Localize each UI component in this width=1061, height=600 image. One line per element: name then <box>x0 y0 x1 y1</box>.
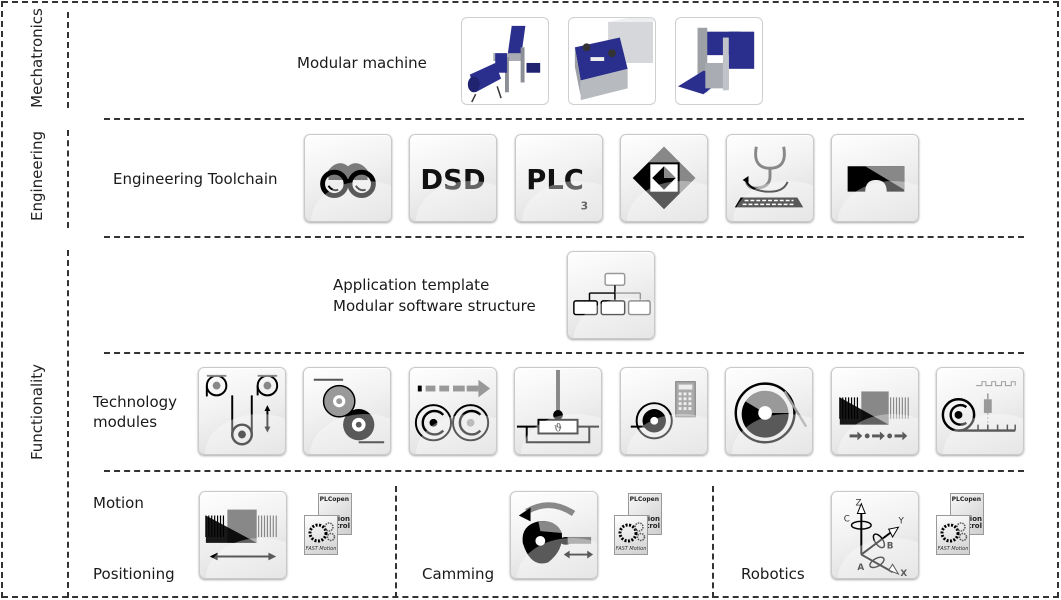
dsd-icon-text: DSD <box>420 165 485 196</box>
roller-pair-icon <box>313 378 385 444</box>
positioning-label: Positioning <box>93 565 175 583</box>
badge-text: ontrol <box>636 522 660 530</box>
axis-c: C <box>844 514 850 524</box>
frame-right-border <box>1057 1 1059 598</box>
section-divider-engineering <box>67 130 69 228</box>
gears-icon <box>940 522 968 543</box>
section-label-mechatronics: Mechatronics <box>28 8 46 108</box>
badge-text: FAST Motion <box>937 546 969 552</box>
tech-module-roller-pair[interactable] <box>303 367 391 455</box>
badge-text: ontrol <box>326 522 350 530</box>
tech-module-winder-arrow[interactable] <box>409 367 497 455</box>
winder-calculator-icon <box>630 381 696 440</box>
motion-divider-2 <box>712 486 714 598</box>
spindle-motion-icon <box>839 391 909 441</box>
bridge-block-icon <box>847 166 905 192</box>
gears-icon <box>308 522 336 543</box>
row-divider-3 <box>104 352 1024 354</box>
badge-text: ontrol <box>958 522 982 530</box>
fast-motion-badge: FAST Motion <box>936 515 970 555</box>
section-divider-mechatronics <box>67 12 69 108</box>
axis-b: B <box>887 542 894 552</box>
badge-text: PLCopen <box>951 496 981 503</box>
robotics-icon: Z C Y B A X <box>844 499 908 578</box>
badge-text: otion <box>639 515 660 523</box>
motion-positioning-tile[interactable] <box>199 491 287 579</box>
axis-z: Z <box>855 499 861 509</box>
modular-machine-label: Modular machine <box>297 54 427 72</box>
roll-diameter-icon <box>734 382 808 444</box>
section-label-functionality: Functionality <box>28 363 46 461</box>
tech-module-temperature[interactable]: ϑ <box>514 367 602 455</box>
motion-camming-tile[interactable] <box>510 491 598 579</box>
org-chart-icon <box>573 272 651 316</box>
tool-diamond-blocks[interactable] <box>620 134 708 222</box>
plc-icon-text: PLC <box>526 165 584 196</box>
badge-text: otion <box>961 515 982 523</box>
stethoscope-keyboard-icon <box>734 146 804 208</box>
fast-motion-badge: FAST Motion <box>614 515 648 555</box>
modular-software-structure-label: Modular software structure <box>333 297 536 315</box>
winder-registration-icon <box>941 381 1016 432</box>
tech-module-dancer[interactable] <box>198 367 286 455</box>
tech-module-spindle[interactable] <box>831 367 919 455</box>
application-template-tile[interactable] <box>567 251 655 339</box>
badge-text: PLCopen <box>629 496 659 503</box>
tool-bridge[interactable] <box>831 134 919 222</box>
camming-icon <box>518 502 594 564</box>
engineering-toolchain-label: Engineering Toolchain <box>113 170 278 188</box>
camming-label: Camming <box>422 565 495 583</box>
row-divider-4 <box>104 470 1024 472</box>
badge-text: PLCopen <box>319 496 349 503</box>
row-divider-1 <box>104 118 1024 120</box>
positioning-icon <box>205 509 277 561</box>
modules-label: modules <box>93 413 158 431</box>
fast-motion-badge: FAST Motion <box>304 515 338 555</box>
plc-icon-subtext: 3 <box>581 199 588 212</box>
frame-top-border <box>2 1 1059 3</box>
winder-arrow-icon <box>414 379 491 442</box>
motion-label: Motion <box>93 494 144 512</box>
application-template-label: Application template <box>333 276 490 294</box>
section-label-engineering: Engineering <box>28 131 46 221</box>
frame-left-border <box>1 1 3 598</box>
badge-text: FAST Motion <box>305 546 337 552</box>
plc3-icon: PLC 3 <box>526 165 588 213</box>
axis-x: X <box>900 569 907 578</box>
tool-plc3[interactable]: PLC 3 <box>515 134 603 222</box>
motion-divider-1 <box>395 486 397 598</box>
theta-symbol: ϑ <box>554 422 562 435</box>
row-divider-2 <box>104 236 1024 238</box>
tool-binoculars[interactable] <box>304 134 392 222</box>
badge-text: FAST Motion <box>615 546 647 552</box>
gears-icon <box>618 522 646 543</box>
diamond-blocks-icon <box>632 146 696 210</box>
section-divider-functionality <box>67 250 69 598</box>
axis-a: A <box>857 563 864 573</box>
tech-module-roll-diameter[interactable] <box>725 367 813 455</box>
tech-module-winder-registration[interactable] <box>936 367 1024 455</box>
axis-y: Y <box>897 516 904 526</box>
binoculars-icon <box>320 163 376 199</box>
technology-label: Technology <box>93 393 178 411</box>
dsd-icon: DSD <box>420 165 485 196</box>
badge-text: otion <box>329 515 350 523</box>
motion-robotics-tile[interactable]: Z C Y B A X <box>831 491 919 579</box>
frame-bottom-border <box>2 596 1059 598</box>
tool-diagnostics[interactable] <box>726 134 814 222</box>
tool-dsd[interactable]: DSD <box>409 134 497 222</box>
machine-image-enclosed-conveyor <box>568 17 656 105</box>
tech-module-winder-calculator[interactable] <box>620 367 708 455</box>
robotics-label: Robotics <box>741 565 805 583</box>
temperature-control-icon: ϑ <box>516 369 600 444</box>
machine-image-roller-conveyor <box>675 17 763 105</box>
dancer-rollers-icon <box>205 374 279 446</box>
machine-image-folding-conveyor <box>461 17 549 105</box>
